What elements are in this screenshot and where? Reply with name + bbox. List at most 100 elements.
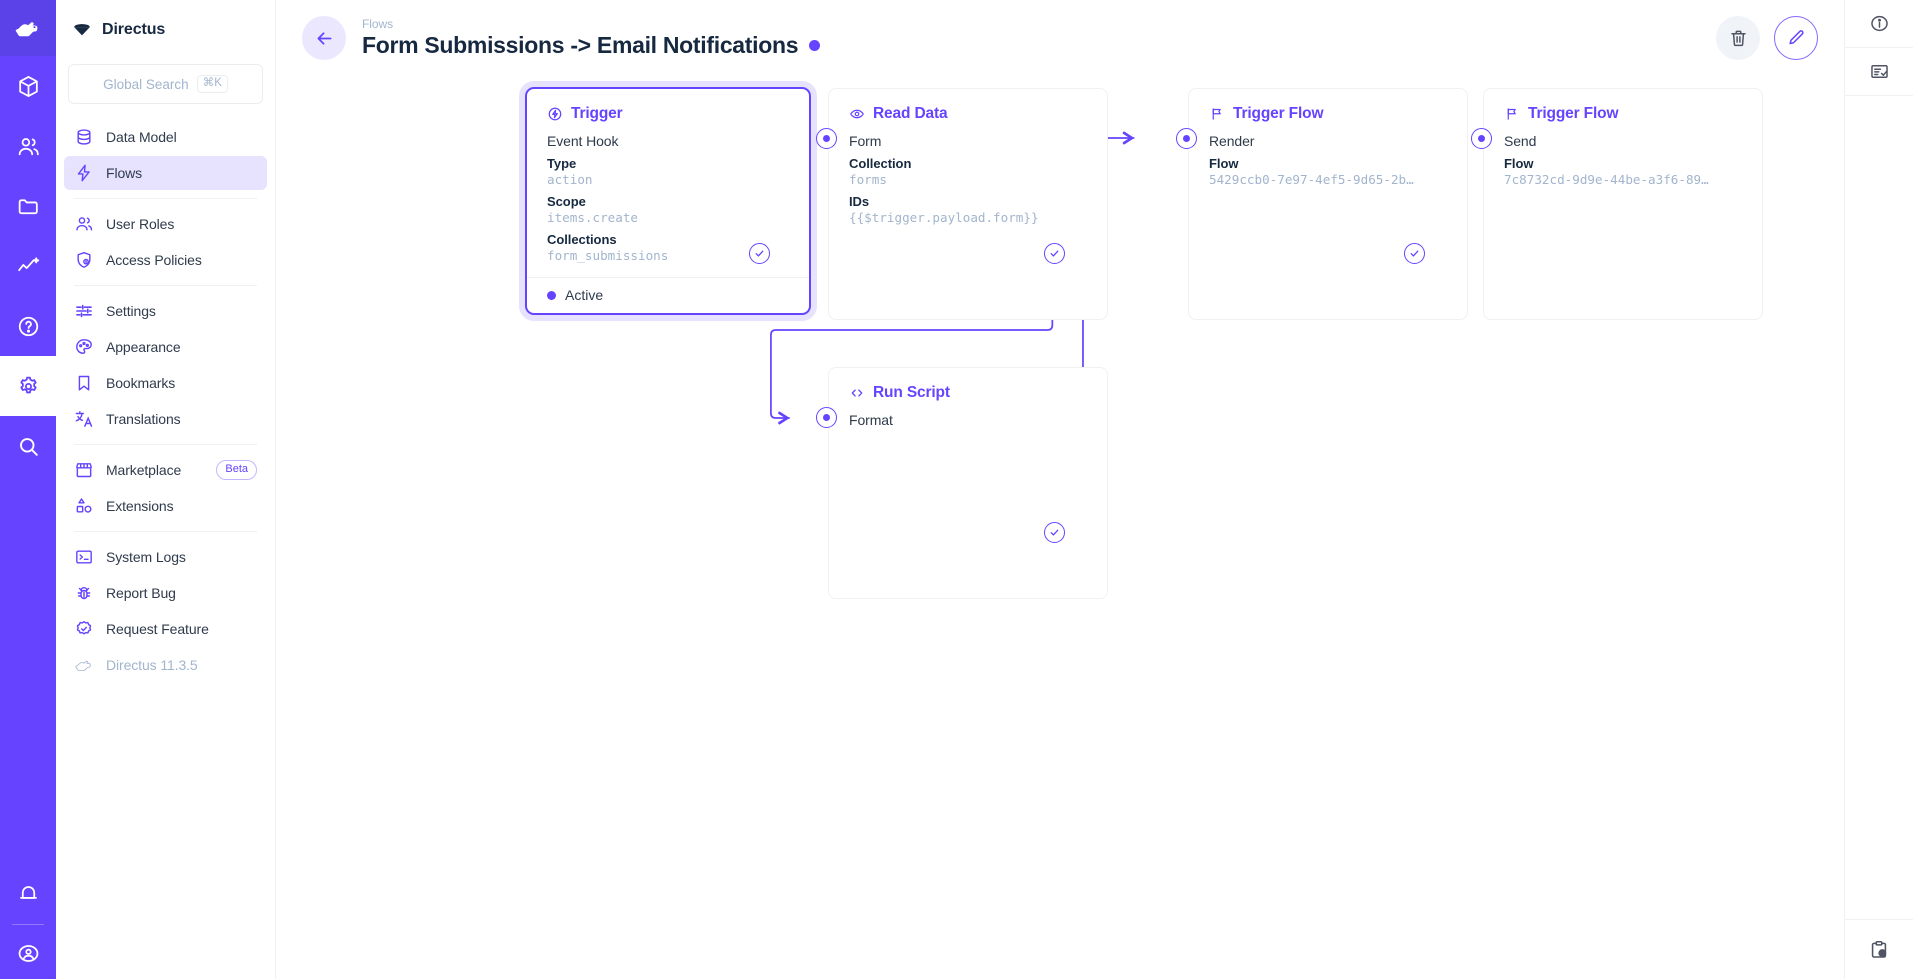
sidebar-item-label: Translations: [106, 411, 181, 427]
check-icon: [1050, 250, 1059, 257]
node-handle-out-trigger[interactable]: [749, 243, 770, 264]
field-key: Type: [547, 156, 577, 171]
box-icon: [18, 75, 38, 97]
sidebar-nav-list: Data Model Flows User Roles: [56, 120, 275, 684]
node-title-label: Read Data: [873, 105, 948, 122]
users-icon: [18, 137, 39, 155]
flow-logs-button[interactable]: [1845, 48, 1913, 96]
sidebar-item-marketplace[interactable]: Marketplace Beta: [64, 453, 267, 487]
node-handle-in-trigger-flow-send[interactable]: [1471, 128, 1492, 149]
node-handle-in-trigger-flow-render[interactable]: [1176, 128, 1197, 149]
module-button-search[interactable]: [0, 416, 56, 476]
field-value: 7c8732cd-9d9e-44be-a3f6-89…: [1504, 172, 1709, 187]
sidebar-item-settings[interactable]: Settings: [64, 294, 267, 328]
field-key: Flow: [1209, 156, 1239, 171]
sidebar-divider: [74, 444, 257, 445]
node-handle-in-run-script[interactable]: [816, 407, 837, 428]
sidebar-item-access-policies[interactable]: Access Policies: [64, 243, 267, 277]
node-body: Send Flow 7c8732cd-9d9e-44be-a3f6-89…: [1484, 133, 1762, 201]
gear-icon: [19, 376, 37, 393]
module-button-account[interactable]: [0, 927, 56, 979]
sidebar-item-label: User Roles: [106, 216, 175, 232]
module-button-content[interactable]: [0, 56, 56, 116]
flow-info-button[interactable]: [1845, 0, 1913, 48]
sidebar-item-extensions[interactable]: Extensions: [64, 489, 267, 523]
sidebar-item-bookmarks[interactable]: Bookmarks: [64, 366, 267, 400]
database-icon: [74, 127, 94, 147]
sidebar-item-flows[interactable]: Flows: [64, 156, 267, 190]
sidebar-divider: [74, 198, 257, 199]
field-value: action: [547, 172, 593, 187]
sidebar-item-appearance[interactable]: Appearance: [64, 330, 267, 364]
back-button[interactable]: [302, 16, 346, 60]
bug-icon: [74, 583, 94, 603]
module-button-file-library[interactable]: [0, 176, 56, 236]
header-actions: [1716, 16, 1818, 60]
sidebar-item-label: Directus 11.3.5: [106, 657, 198, 673]
node-title-label: Run Script: [873, 384, 950, 401]
global-search-input[interactable]: Global Search ⌘K: [68, 64, 263, 104]
folder-icon: [18, 198, 38, 214]
node-title: Run Script: [829, 368, 1107, 412]
directus-logo[interactable]: [0, 0, 56, 56]
sidebar-item-data-model[interactable]: Data Model: [64, 120, 267, 154]
flow-node-trigger[interactable]: Trigger Event Hook Type action Scope ite…: [525, 87, 811, 315]
module-button-settings[interactable]: [0, 356, 56, 416]
module-button-insights[interactable]: [0, 236, 56, 296]
arrow-left-icon: [317, 31, 331, 45]
active-status-label: Active: [565, 287, 604, 303]
check-icon: [755, 250, 764, 257]
node-title-label: Trigger Flow: [1528, 105, 1619, 122]
node-title: Read Data: [829, 89, 1107, 133]
breadcrumb[interactable]: Flows: [362, 17, 394, 31]
sidebar-item-label: Access Policies: [106, 252, 202, 268]
flow-node-read-data[interactable]: Read Data Form Collection forms IDs {{$t…: [828, 88, 1108, 320]
node-handle-out-trigger-flow-render[interactable]: [1404, 243, 1425, 264]
flow-node-run-script[interactable]: Run Script Format: [828, 367, 1108, 599]
flag-icon: [1507, 108, 1516, 120]
right-sidebar: [1845, 0, 1913, 979]
sidebar-item-label: Marketplace: [106, 462, 182, 478]
field-value: items.create: [547, 210, 638, 225]
help-icon: [18, 316, 38, 336]
sidebar-item-translations[interactable]: Translations: [64, 402, 267, 436]
sidebar-item-user-roles[interactable]: User Roles: [64, 207, 267, 241]
search-icon: [19, 437, 38, 456]
flag-icon: [1212, 108, 1221, 120]
sidebar-item-label: Flows: [106, 165, 143, 181]
node-handle-in-read-data[interactable]: [816, 128, 837, 149]
flow-node-trigger-flow-render[interactable]: Trigger Flow Render Flow 5429ccb0-7e97-4…: [1188, 88, 1468, 320]
module-button-notifications[interactable]: [0, 862, 56, 922]
active-status-dot: [547, 290, 556, 300]
title-row: Form Submissions -> Email Notifications: [362, 32, 821, 59]
sidebar-item-label: Data Model: [106, 129, 177, 145]
eye-icon: [850, 109, 864, 119]
node-name: Send: [1504, 133, 1537, 149]
module-button-docs[interactable]: [0, 296, 56, 356]
node-handle-out-run-script[interactable]: [1044, 522, 1065, 543]
sidebar-item-report-bug[interactable]: Report Bug: [64, 576, 267, 610]
notifications-tray-button[interactable]: [1845, 919, 1913, 979]
node-title-label: Trigger Flow: [1233, 105, 1324, 122]
sidebar-item-label: Bookmarks: [106, 375, 176, 391]
field-key: Collections: [547, 232, 617, 247]
sliders-icon: [74, 301, 94, 321]
node-handle-out-read-data[interactable]: [1044, 243, 1065, 264]
node-name: Render: [1209, 133, 1255, 149]
check-badge-icon: [74, 619, 94, 639]
flow-canvas[interactable]: Trigger Event Hook Type action Scope ite…: [276, 76, 1844, 979]
sidebar-item-request-feature[interactable]: Request Feature: [64, 612, 267, 646]
global-search-placeholder: Global Search: [103, 76, 189, 92]
flow-node-trigger-flow-send[interactable]: Trigger Flow Send Flow 7c8732cd-9d9e-44b…: [1483, 88, 1763, 320]
edit-flow-button[interactable]: [1774, 16, 1818, 60]
delete-flow-button[interactable]: [1716, 16, 1760, 60]
title-block: Flows Form Submissions -> Email Notifica…: [362, 17, 821, 59]
node-body: Event Hook Type action Scope items.creat…: [527, 133, 809, 277]
module-button-user-directory[interactable]: [0, 116, 56, 176]
sidebar-item-system-logs[interactable]: System Logs: [64, 540, 267, 574]
node-name: Format: [849, 412, 893, 428]
sidebar-item-label: System Logs: [106, 549, 186, 565]
field-value: forms: [849, 172, 887, 187]
info-icon: [1870, 15, 1888, 32]
marketplace-beta-badge: Beta: [216, 460, 257, 480]
